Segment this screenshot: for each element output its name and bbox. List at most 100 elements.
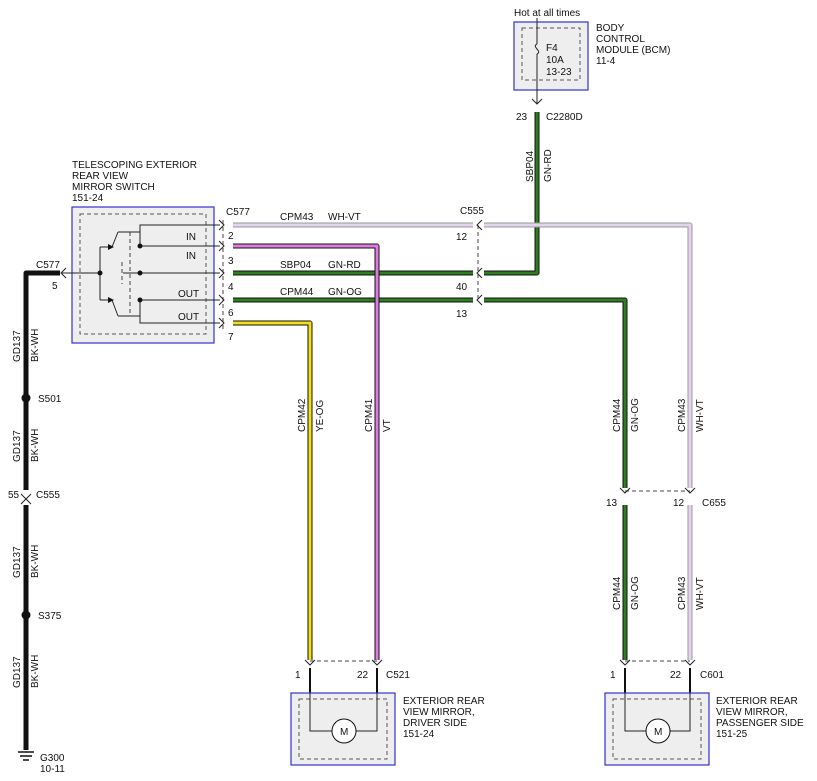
wire-sbp04-bcm xyxy=(233,112,540,276)
vlabel-cpm41-circuit: CPM41 xyxy=(364,398,375,432)
c655-connector: 13 12 C655 xyxy=(606,487,726,509)
bcm-connector: C2280D xyxy=(546,112,583,123)
switch-pin-2: 2 xyxy=(228,231,234,242)
switch-contact-icon xyxy=(108,297,114,303)
wire-cpm42 xyxy=(233,320,313,660)
c655-pin-12: 12 xyxy=(673,498,685,509)
driver-title-1: EXTERIOR REAR xyxy=(403,696,485,707)
passenger-pin-22: 22 xyxy=(670,670,682,681)
passenger-title-1: EXTERIOR REAR xyxy=(716,696,798,707)
vlabel-cpm44-lower-color: GN-OG xyxy=(630,576,641,610)
switch-title-1: TELESCOPING EXTERIOR xyxy=(72,160,197,171)
vlabel-cpm42-circuit: CPM42 xyxy=(297,398,308,432)
passenger-motor: M xyxy=(654,727,662,738)
driver-connector: C521 xyxy=(386,670,410,681)
vlabel-cpm41-color: VT xyxy=(382,419,393,432)
switch-label-out-1: OUT xyxy=(178,289,199,300)
ground-icon xyxy=(18,751,34,761)
c555-pin-13: 13 xyxy=(456,309,468,320)
c555-pin-12: 12 xyxy=(456,232,468,243)
vlabel-cpm42-color: YE-OG xyxy=(315,400,326,432)
driver-mirror: 1 22 C521 M EXTERIOR REAR VIEW MIRROR, D… xyxy=(290,659,485,766)
ground-connector: C577 xyxy=(36,260,60,271)
switch-label-out-2: OUT xyxy=(178,312,199,323)
ground-circuit: C577 5 S501 S375 GD137 BK-WH GD137 BK-WH… xyxy=(8,260,67,775)
splice-icon xyxy=(21,393,31,403)
c555-label: C555 xyxy=(460,206,484,217)
c555-pin-40: 40 xyxy=(456,282,468,293)
vlabel-cpm43-upper-color: WH-VT xyxy=(695,399,706,432)
wire-color-sbp04: GN-RD xyxy=(328,260,361,271)
vlabel-cpm44-lower-circuit: CPM44 xyxy=(612,576,623,610)
driver-title-2: VIEW MIRROR, xyxy=(403,707,475,718)
switch-contact-icon xyxy=(108,244,114,250)
c655-label: C655 xyxy=(702,498,726,509)
switch-label-in-2: IN xyxy=(186,251,196,262)
driver-pin-1: 1 xyxy=(295,670,301,681)
vlabel-sbp04-color: GN-RD xyxy=(543,149,554,182)
wire-label-sbp04: SBP04 xyxy=(280,260,312,271)
gnd-circuit-3: GD137 xyxy=(12,546,23,578)
bcm-title-1: BODY xyxy=(596,23,625,34)
gnd-color-4: BK-WH xyxy=(30,655,41,688)
wire-label-cpm44: CPM44 xyxy=(280,287,314,298)
gnd-color-1: BK-WH xyxy=(30,329,41,362)
passenger-title-3: PASSENGER SIDE xyxy=(716,718,804,729)
wire-cpm43 xyxy=(233,222,693,660)
splice-s375: S375 xyxy=(38,611,62,622)
bcm-title-2: CONTROL xyxy=(596,34,645,45)
driver-title-3: DRIVER SIDE xyxy=(403,718,467,729)
wire-cpm41 xyxy=(233,243,380,660)
gnd-circuit-2: GD137 xyxy=(12,430,23,462)
vlabel-cpm44-upper-circuit: CPM44 xyxy=(612,398,623,432)
passenger-title-2: VIEW MIRROR, xyxy=(716,707,788,718)
wire-cpm44 xyxy=(233,297,628,660)
gnd-circuit-4: GD137 xyxy=(12,656,23,688)
passenger-mirror: 1 22 C601 M EXTERIOR REAR VIEW MIRROR, P… xyxy=(604,659,804,766)
driver-motor: M xyxy=(340,727,348,738)
switch-pin-6: 6 xyxy=(228,308,234,319)
wire-color-cpm44: GN-OG xyxy=(328,287,362,298)
mirror-switch: TELESCOPING EXTERIOR REAR VIEW MIRROR SW… xyxy=(62,160,250,344)
fuse-name: F4 xyxy=(546,43,558,54)
switch-label-in-1: IN xyxy=(186,232,196,243)
ground-pin: 5 xyxy=(52,281,58,292)
bcm-page-ref: 11-4 xyxy=(596,56,616,67)
splice-icon xyxy=(21,610,31,620)
fuse-rating: 10A xyxy=(546,55,564,66)
switch-pin-4: 4 xyxy=(228,282,234,293)
switch-title-3: MIRROR SWITCH xyxy=(72,182,155,193)
vlabel-cpm43-upper-circuit: CPM43 xyxy=(677,398,688,432)
c655-pin-13: 13 xyxy=(606,498,618,509)
driver-pin-22: 22 xyxy=(357,670,369,681)
gnd-c555-pin: 55 xyxy=(8,490,20,501)
passenger-pin-1: 1 xyxy=(610,670,616,681)
gnd-c555-label: C555 xyxy=(36,490,60,501)
switch-page-ref: 151-24 xyxy=(72,193,104,204)
c555-connector: C555 12 40 13 xyxy=(456,206,484,320)
vlabel-cpm43-lower-color: WH-VT xyxy=(695,577,706,610)
switch-connector: C577 xyxy=(226,207,250,218)
motor-icon xyxy=(331,718,357,744)
connector-arrow-icon xyxy=(531,98,543,105)
gnd-color-2: BK-WH xyxy=(30,429,41,462)
vlabel-sbp04-circuit: SBP04 xyxy=(525,150,536,182)
ground-point: G300 xyxy=(40,753,65,764)
motor-icon xyxy=(645,718,671,744)
fuse-ref: 13-23 xyxy=(546,67,572,78)
ground-ref: 10-11 xyxy=(40,764,65,775)
wire-color-cpm43: WH-VT xyxy=(328,212,361,223)
switch-pin-7: 7 xyxy=(228,332,234,343)
driver-page-ref: 151-24 xyxy=(403,729,435,740)
fuse-icon xyxy=(534,43,540,55)
vlabel-cpm44-upper-color: GN-OG xyxy=(630,398,641,432)
switch-title-2: REAR VIEW xyxy=(72,171,129,182)
passenger-connector: C601 xyxy=(700,670,724,681)
switch-pin-3: 3 xyxy=(228,256,234,267)
bcm-module: Hot at all times F4 10A 13-23 BODY CONTR… xyxy=(513,8,670,123)
passenger-page-ref: 151-25 xyxy=(716,729,748,740)
splice-s501: S501 xyxy=(38,394,62,405)
gnd-circuit-1: GD137 xyxy=(12,330,23,362)
bcm-title-3: MODULE (BCM) xyxy=(596,45,670,56)
